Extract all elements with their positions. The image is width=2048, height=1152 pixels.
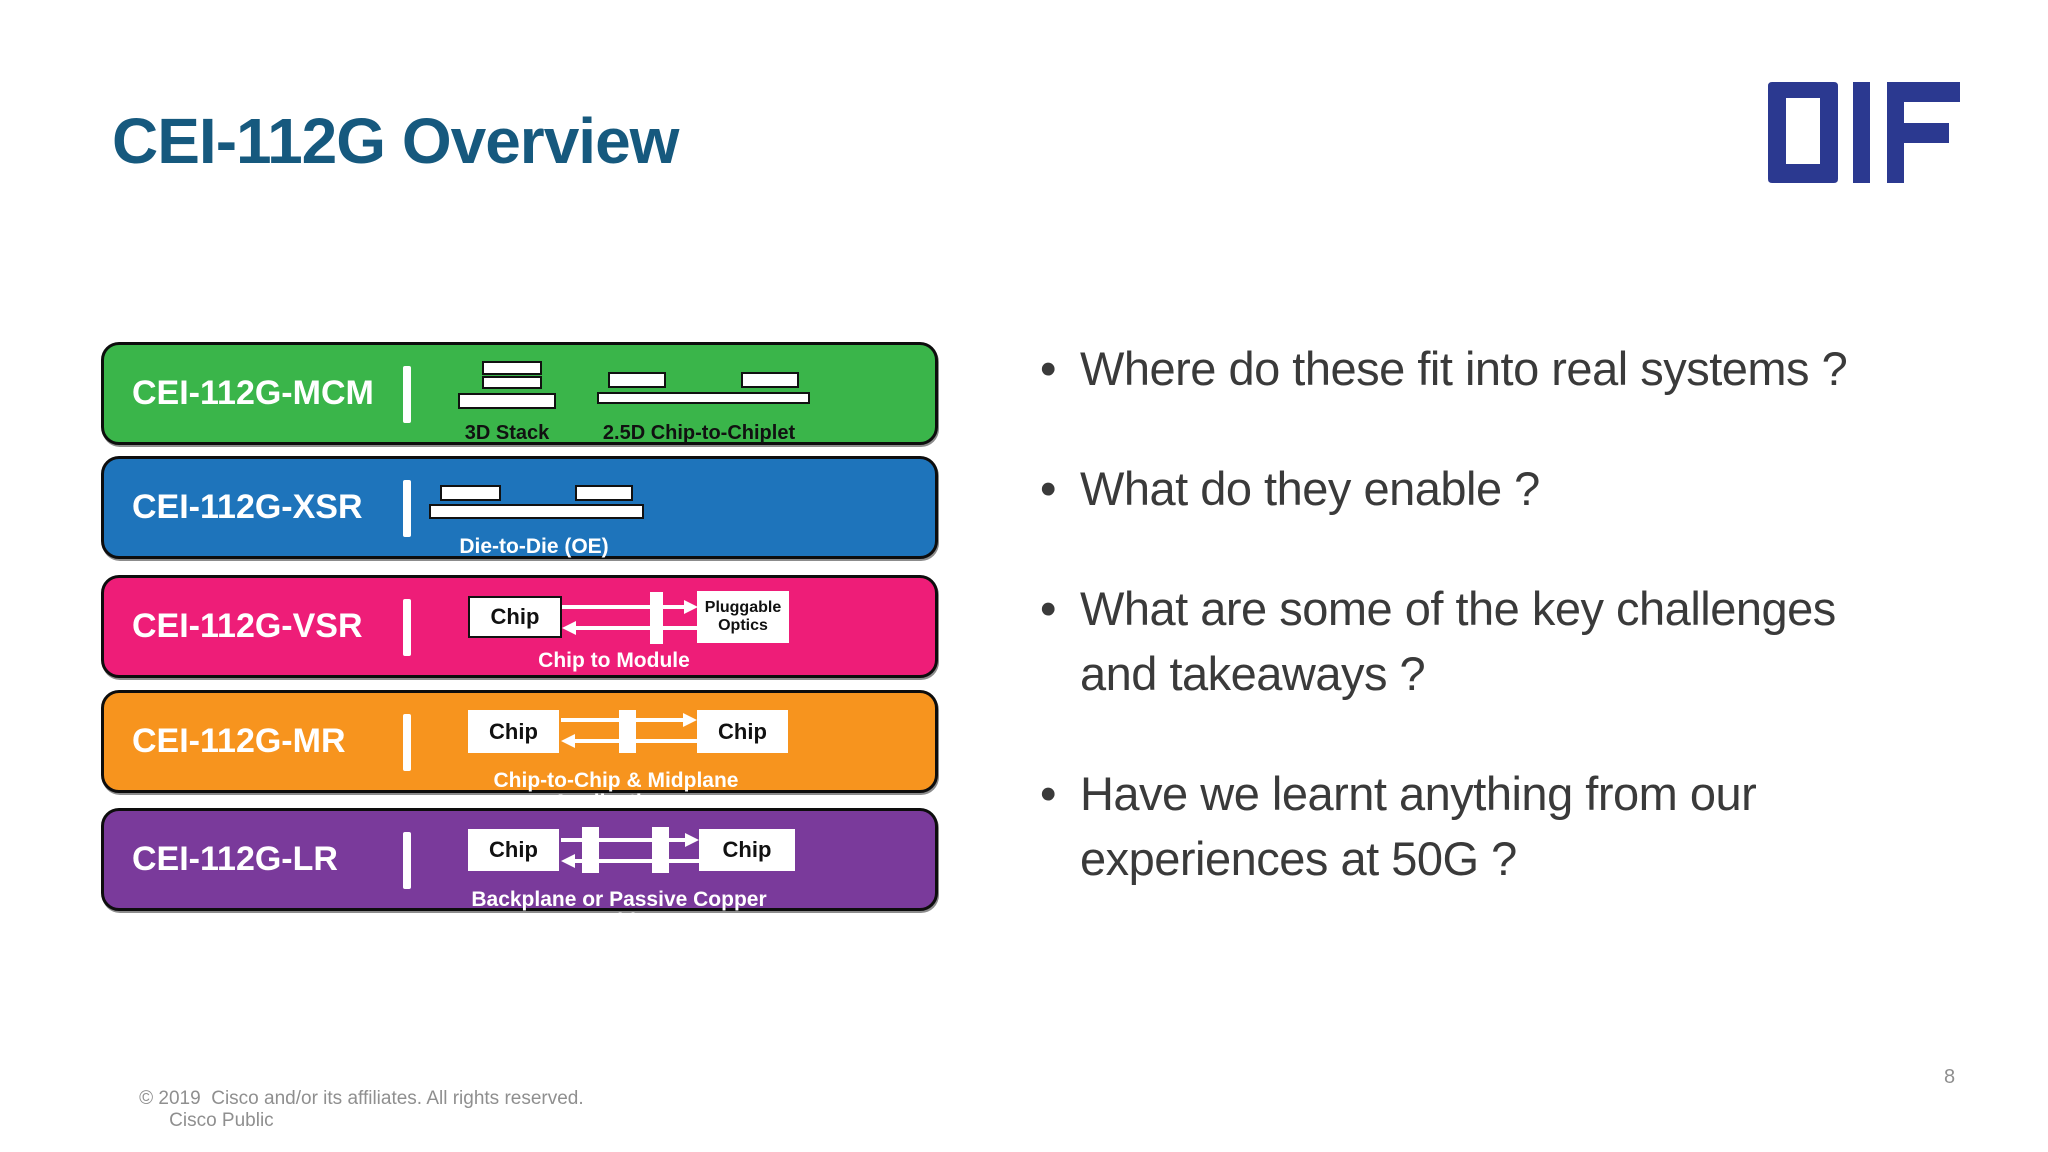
bullet-list: • Where do these fit into real systems ?…	[1040, 336, 2000, 946]
bar-cei-112g-vsr: CEI-112G-VSR Chip Pluggable Optics Chip …	[101, 575, 938, 678]
oif-logo-letter-o	[1768, 82, 1838, 183]
interposer-icon	[597, 392, 810, 404]
bullet-dot: •	[1040, 342, 1056, 395]
page-title: CEI-112G Overview	[112, 105, 679, 177]
chip-box: Chip	[468, 710, 559, 753]
bar-label: CEI-112G-VSR	[132, 607, 363, 645]
substrate-icon	[429, 504, 644, 519]
bidirectional-arrows-icon	[562, 600, 698, 635]
pluggable-optics-box: Pluggable Optics	[697, 591, 789, 643]
stacked-die-mid-icon	[482, 376, 542, 389]
chip-box: Chip	[468, 829, 559, 871]
divider-bar	[403, 480, 411, 537]
bar-caption-right: 2.5D Chip-to-Chiplet	[602, 422, 796, 444]
copyright-text: © 2019 Cisco and/or its affiliates. All …	[139, 1088, 584, 1109]
oif-logo	[1768, 82, 1960, 183]
divider-bar	[403, 599, 411, 656]
classification-text: Cisco Public	[169, 1110, 274, 1131]
die-right-icon	[575, 485, 633, 501]
bar-caption: Chip to Module	[538, 649, 690, 672]
divider-bar	[403, 832, 411, 889]
bullet-dot: •	[1040, 582, 1056, 635]
bidirectional-arrows-icon	[561, 713, 697, 748]
oif-logo-letter-f	[1887, 82, 1960, 183]
bullet-text: What are some of the key challenges and …	[1079, 582, 1836, 700]
bullet-item: • What are some of the key challenges an…	[1040, 576, 2000, 706]
bullet-item: • What do they enable ?	[1040, 456, 2000, 521]
bar-label: CEI-112G-MCM	[132, 374, 374, 412]
page-number: 8	[1944, 1066, 1956, 1088]
divider-bar	[403, 714, 411, 771]
bullet-text: What do they enable ?	[1079, 462, 1540, 515]
bullet-item: • Have we learnt anything from our exper…	[1040, 761, 2000, 891]
divider-bar	[403, 366, 411, 423]
chiplet-right-icon	[741, 372, 799, 388]
bullet-dot: •	[1040, 767, 1056, 820]
chip-box: Chip	[699, 829, 795, 871]
bar-label: CEI-112G-MR	[132, 722, 346, 760]
footer: © 2019 Cisco and/or its affiliates. All …	[118, 1066, 584, 1152]
bar-cei-112g-mcm: CEI-112G-MCM 3D Stack 2.5D Chip-to-Chipl…	[101, 342, 938, 445]
oif-logo-letter-i	[1853, 82, 1870, 183]
stacked-die-base-icon	[458, 393, 556, 409]
chip-box: Chip	[697, 710, 788, 753]
bar-cei-112g-xsr: CEI-112G-XSR Die-to-Die (OE)	[101, 456, 938, 559]
bar-cei-112g-mr: CEI-112G-MR Chip Chip Chip-to-Chip & Mid…	[101, 690, 938, 814]
bullet-text: Where do these fit into real systems ?	[1079, 342, 1848, 395]
bar-cei-112g-lr: CEI-112G-LR Chip Chip Backplane or Passi…	[101, 808, 938, 933]
die-left-icon	[440, 485, 501, 501]
bullet-text: Have we learnt anything from our experie…	[1079, 767, 1757, 885]
bullet-dot: •	[1040, 462, 1056, 515]
bar-label: CEI-112G-LR	[132, 840, 338, 878]
stacked-die-top-icon	[482, 361, 542, 375]
bar-label: CEI-112G-XSR	[132, 488, 363, 526]
bidirectional-arrows-icon	[561, 833, 699, 868]
bar-caption-left: 3D Stack	[464, 422, 550, 444]
bar-caption: Die-to-Die (OE)	[459, 535, 609, 558]
bar-caption: Backplane or Passive Copper Cable	[471, 888, 767, 934]
bullet-item: • Where do these fit into real systems ?	[1040, 336, 2000, 401]
chip-box: Chip	[468, 596, 562, 638]
chiplet-left-icon	[608, 372, 666, 388]
